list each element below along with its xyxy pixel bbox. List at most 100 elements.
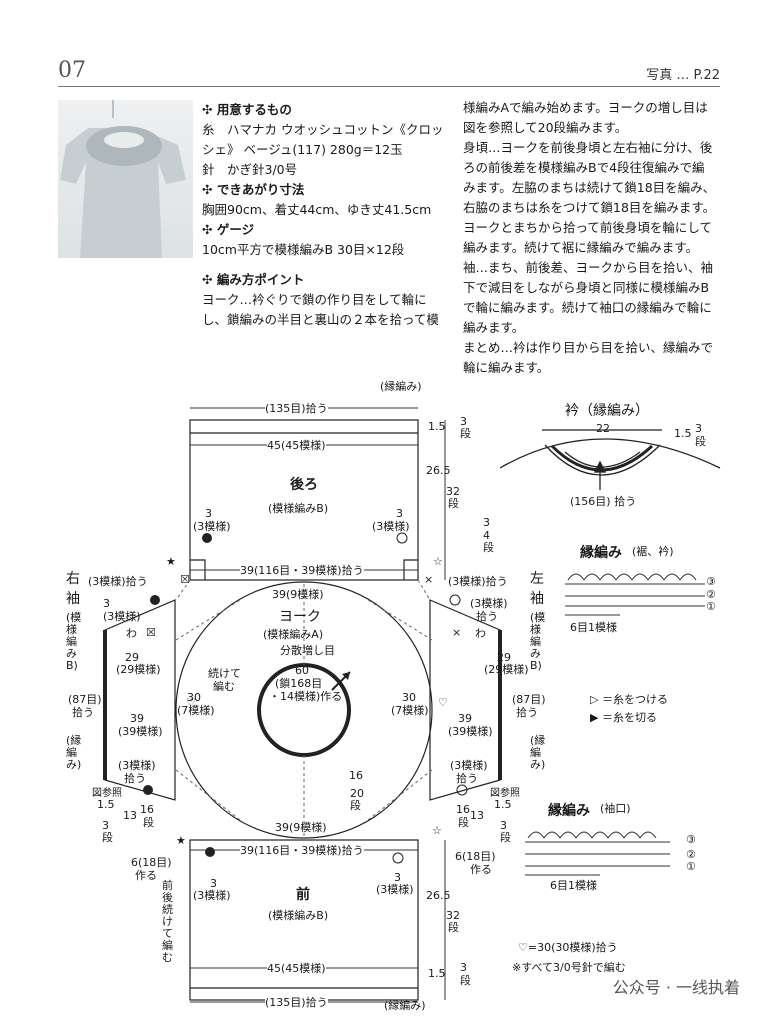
back-dim-len-a: 26.5 [426, 464, 451, 477]
marker-circle [449, 594, 461, 606]
left-sleeve-title-a: 左 [530, 571, 544, 587]
instr-line: 図を参照して20段編みます。 [463, 120, 628, 135]
marker-circle [456, 784, 468, 796]
star-outline-icon: ☆ [433, 555, 443, 568]
yoke-depth-c: 段 [350, 799, 361, 812]
instr-line: 輪に編みます。 [463, 360, 550, 375]
right-sleeve-d15: 1.5 [97, 798, 115, 811]
right-sleeve-mid-a: 39 [130, 712, 144, 725]
right-sleeve-bot-a: (3模様) [118, 759, 156, 772]
left-sleeve-pattern: (模様編みB) [530, 611, 546, 672]
front-width: 45(45模様) [267, 962, 326, 975]
front-pattern: (模様編みB) [268, 909, 329, 922]
heart-icon: ♡ [438, 696, 448, 709]
front-top-pick: 39(116目・39模様)拾う [240, 844, 364, 857]
star-filled-icon: ★ [176, 834, 186, 847]
yoke-center-c: ・14模様)作る [269, 690, 343, 703]
left-sleeve-mid-a: 39 [458, 712, 472, 725]
edging-cuff-sub: (袖口) [600, 802, 631, 815]
yoke-center-b: (鎖168目 [275, 677, 323, 690]
cross-box-icon: ☒ [146, 626, 156, 639]
instr-line: 袖…まち、前後差、ヨークから目を拾い、袖 [463, 260, 714, 275]
instr-line: まとめ…衿は作り目から目を拾い、縁編みで [463, 340, 714, 355]
left-sleeve-bot-b: 拾う [456, 772, 478, 785]
edging-hem-r3: ③ [706, 575, 716, 588]
back-hem-edge-label: (縁編み) [380, 380, 422, 393]
yoke-left-a: 30 [187, 691, 201, 704]
left-sleeve-edge: (縁編み) [530, 734, 546, 771]
right-sleeve-d13: 13 [123, 809, 137, 822]
back-dim-step-c: 段 [483, 541, 494, 554]
marker-dot [205, 847, 215, 857]
back-dim-step-a: 3 [483, 516, 490, 529]
right-sleeve-mark-a: 3 [103, 597, 110, 610]
left-sleeve-pick18b: 作る [470, 863, 492, 876]
right-sleeve-pick18: 6(18目) [131, 856, 172, 869]
note-heart: ♡=30(30模様)拾う [518, 941, 618, 954]
left-sleeve-mark-b: 拾う [476, 610, 498, 623]
right-sleeve-dan: 段 [143, 816, 154, 829]
back-dim-top-c: 段 [460, 427, 471, 440]
size-text: 胸囲90cm、着丈44cm、ゆき丈41.5cm [202, 202, 432, 217]
instr-line: 下で減目をしながら身頃と同様に模様編みB [463, 280, 710, 295]
materials-yarn-2: シェ》 ベージュ(117) 280g＝12玉 [202, 142, 403, 157]
cross-icon: × [452, 626, 462, 639]
garment-photo [58, 100, 193, 258]
right-sleeve-d16: 16 [140, 803, 154, 816]
edging-hem-r2: ② [706, 588, 716, 601]
back-bottom-pick: 39(116目・39模様)拾う [240, 564, 364, 577]
back-title: 後ろ [290, 477, 318, 493]
yoke-right-a: 30 [402, 691, 416, 704]
back-dim-top-a: 1.5 [428, 420, 446, 433]
materials-hook: 針 かぎ針3/0号 [202, 162, 298, 177]
collar-dim-a: 1.5 [674, 427, 692, 440]
back-mark-right-2: (3模様) [372, 520, 410, 533]
yoke-increase: 分散増し目 [280, 644, 335, 657]
collar-width: 22 [596, 422, 610, 435]
collar-title: 衿（縁編み） [565, 403, 649, 419]
heart-icon: ♡ [186, 696, 196, 709]
cross-box-icon: ☒ [180, 573, 190, 586]
collar-diagram [499, 429, 721, 490]
left-sleeve-d13: 13 [470, 809, 484, 822]
left-sleeve-pick87b: 拾う [516, 706, 538, 719]
star-outline-icon: ☆ [432, 824, 442, 837]
instr-line: で輪に編みます。続けて袖口の縁編みで輪に [463, 300, 712, 315]
instr-line: 身頃…ヨークを前後身頃と左右袖に分け、後 [463, 140, 713, 155]
right-sleeve-mark-b: (3模様) [103, 610, 141, 623]
yoke-right-b: (7模様) [391, 704, 429, 717]
left-sleeve-d3: 3 [500, 819, 507, 832]
instr-line: 様編みAで編み始めます。ヨークの増し目は [463, 100, 708, 115]
star-filled-icon: ★ [166, 555, 176, 568]
page-number: 07 [58, 58, 86, 83]
front-title: 前 [296, 887, 310, 903]
note-hook: ※すべて3/0号針で編む [512, 961, 626, 974]
marker-circle [396, 532, 408, 544]
yoke-pattern: (模様編みA) [263, 628, 324, 641]
back-mark-right: 3 [396, 507, 403, 520]
right-sleeve-pick-top: (3模様)拾う [88, 575, 148, 588]
sparkle-icon: ✣ [202, 182, 213, 197]
right-sleeve-len-b: (29模様) [116, 663, 161, 676]
garment-illustration [60, 100, 186, 258]
instr-line: 右脇のまちは糸をつけて鎖18目を編みます。 [463, 200, 716, 215]
right-sleeve-ref: 図参照 [92, 788, 122, 799]
right-sleeve-pattern: (模様編みB) [66, 611, 82, 672]
sparkle-icon: ✣ [202, 102, 213, 117]
yoke-cont-2: 編む [213, 680, 235, 693]
edging-hem-sub: (裾、衿) [632, 545, 674, 558]
marker-dot [143, 785, 153, 795]
collar-pick: (156目) 拾う [570, 495, 637, 508]
yoke-bottom-label: 39(9模様) [275, 821, 327, 834]
back-dim-len-b: 32 [446, 485, 460, 498]
legend-cut: ▶ ＝糸を切る [590, 711, 657, 724]
points-line-1: ヨーク…衿ぐりで鎖の作り目をして輪に [202, 292, 427, 307]
front-mark-l: 3 [210, 877, 217, 890]
back-panel [189, 419, 419, 581]
front-dim-bot-b: 3 [460, 961, 467, 974]
size-heading: できあがり寸法 [216, 182, 305, 197]
cross-icon: × [424, 573, 434, 586]
instr-line: 編みます。 [463, 320, 525, 335]
left-sleeve-wa: わ [475, 627, 486, 640]
edging-cuff-r3: ③ [686, 833, 696, 846]
